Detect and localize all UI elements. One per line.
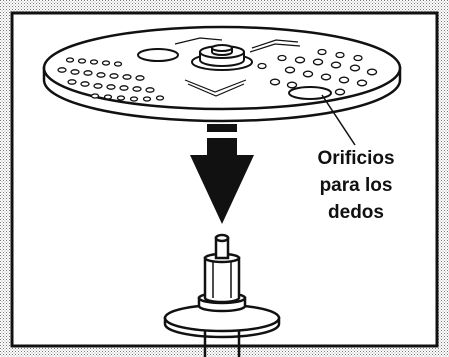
callout-line-2: para los [296,172,416,199]
callout-label: Orificios para los dedos [296,145,416,226]
callout-line-1: Orificios [296,145,416,172]
callout-line-3: dedos [296,199,416,226]
grating-disc [44,27,400,121]
